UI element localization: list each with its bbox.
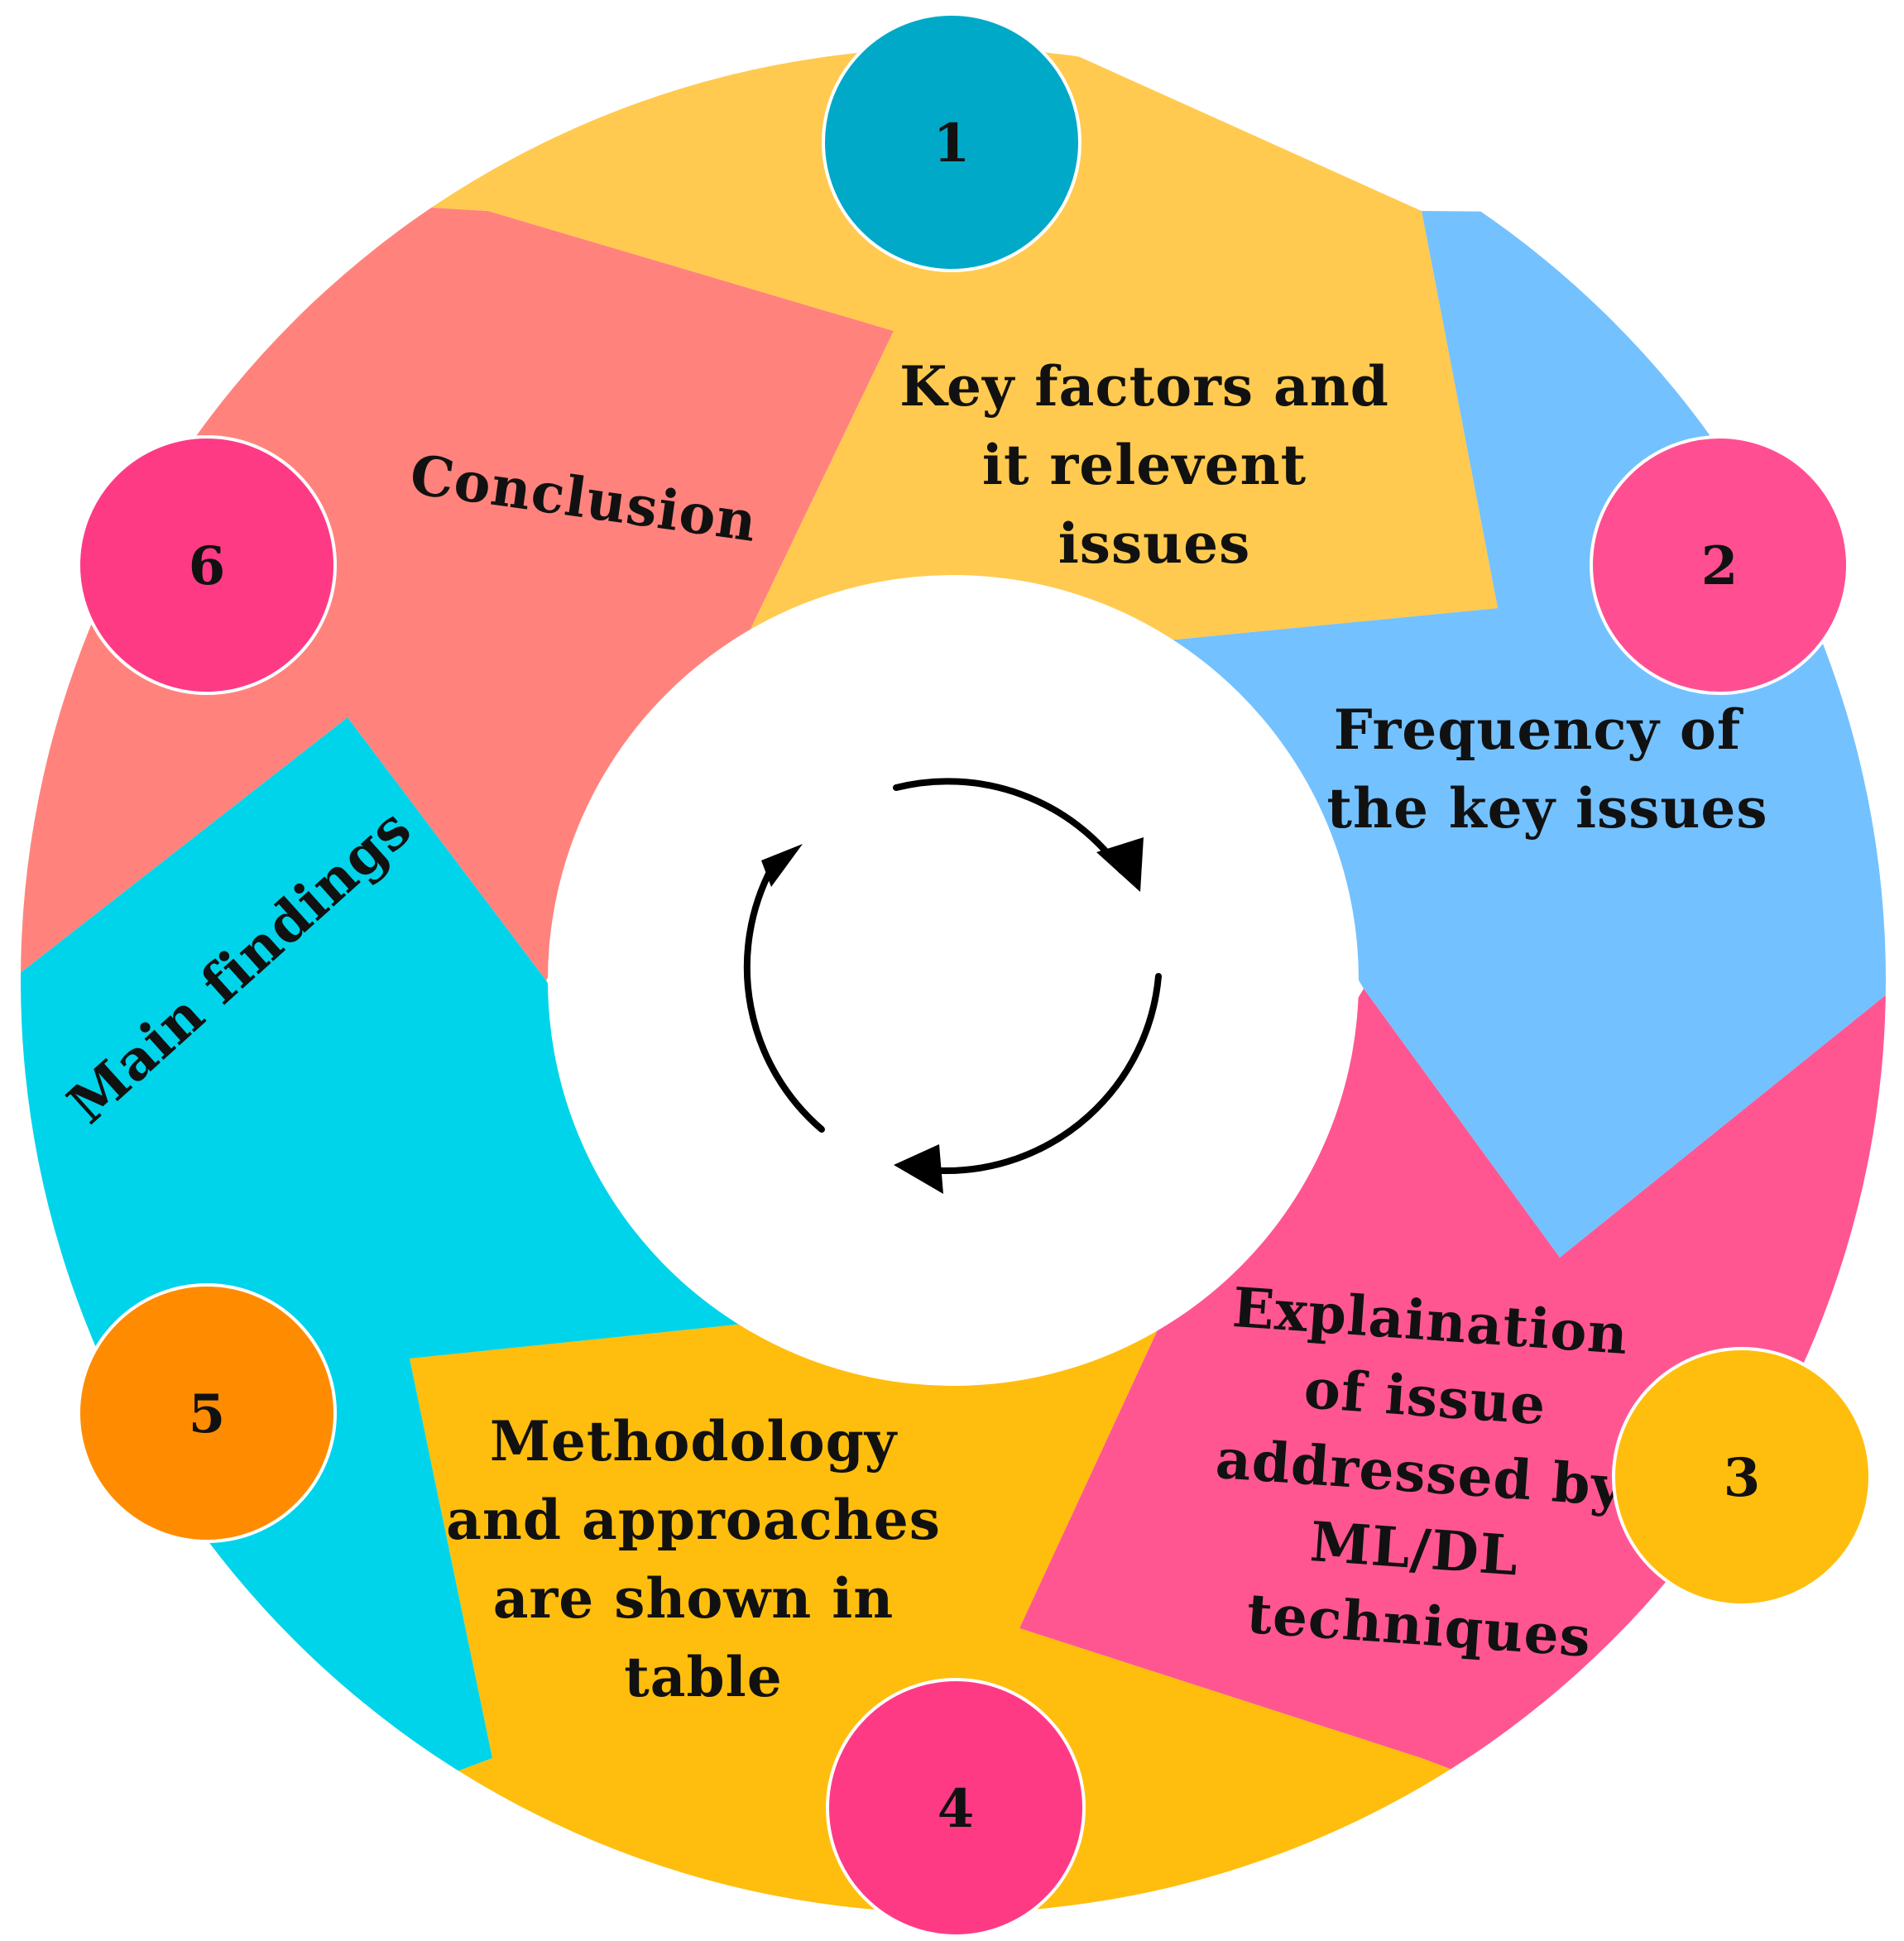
- cycle-arrows-icon: [743, 778, 1162, 1194]
- badge-4: 4: [826, 1678, 1086, 1938]
- svg-text:1: 1: [933, 113, 971, 175]
- segment-4-label: Methodology and approaches are shown in …: [446, 1409, 961, 1709]
- svg-text:6: 6: [189, 535, 226, 597]
- badge-3: 3: [1612, 1347, 1872, 1607]
- badge-5: 5: [77, 1283, 337, 1543]
- badge-1: 1: [822, 12, 1081, 272]
- segment-2-label: Frequency of the key issues: [1326, 697, 1767, 841]
- badge-2: 2: [1590, 435, 1849, 695]
- segment-1-label: Key factors and it relevent issues: [899, 354, 1409, 576]
- center-hole: [548, 575, 1359, 1386]
- badge-6: 6: [77, 435, 337, 695]
- svg-text:2: 2: [1701, 535, 1739, 597]
- svg-text:3: 3: [1724, 1447, 1761, 1509]
- segment-3-label: Explaination of issue addressed by ML/DL…: [1203, 1274, 1657, 1672]
- svg-text:4: 4: [938, 1778, 975, 1840]
- svg-text:5: 5: [189, 1383, 226, 1445]
